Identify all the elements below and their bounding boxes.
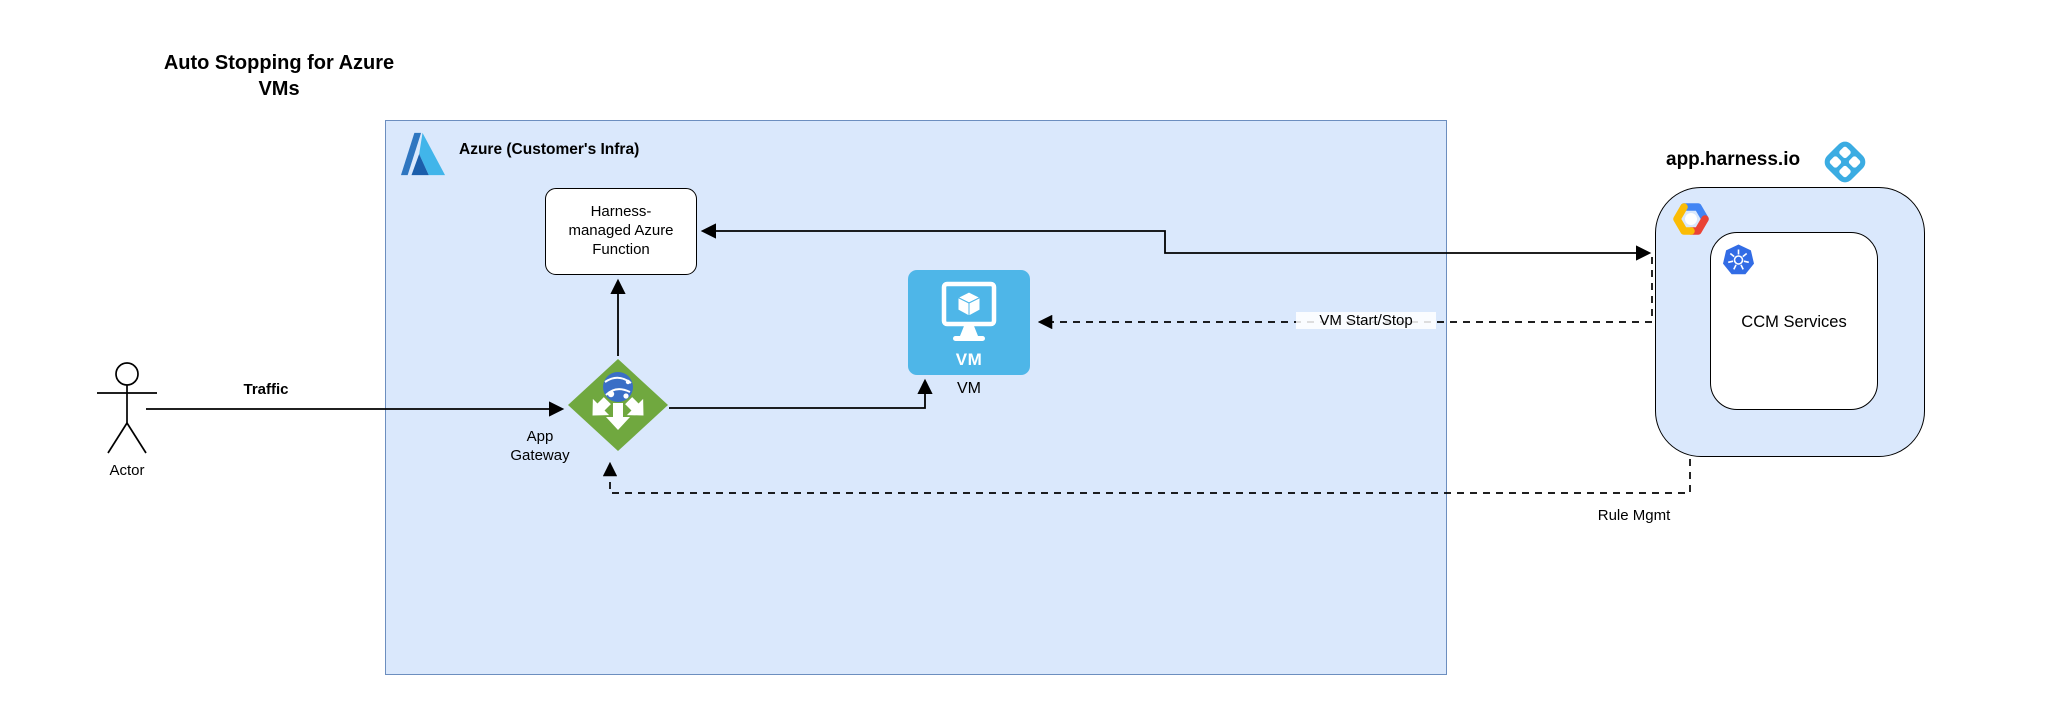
app-gateway-icon	[568, 359, 668, 451]
harness-function-label: Harness- managed Azure Function	[568, 203, 674, 258]
edge-vm-start-stop	[1037, 257, 1653, 330]
kubernetes-logo-icon	[1723, 244, 1754, 275]
vm-start-stop-edge-label: VM Start/Stop	[1296, 312, 1436, 329]
diagram-title: Auto Stopping for Azure VMs	[163, 52, 395, 100]
traffic-edge-label: Traffic	[243, 381, 289, 398]
actor-icon	[97, 362, 157, 454]
ccm-services-label: CCM Services	[1741, 313, 1847, 331]
edge-function-ccm	[700, 223, 1652, 261]
vm-node: VM	[908, 270, 1030, 375]
harness-logo-icon	[1824, 141, 1866, 183]
edge-rule-mgmt	[602, 459, 1691, 494]
actor-caption: Actor	[109, 462, 145, 479]
harness-function-node: Harness- managed Azure Function	[545, 188, 697, 275]
azure-container-label: Azure (Customer's Infra)	[459, 141, 640, 158]
app-gateway-caption: App Gateway	[510, 428, 570, 464]
rule-mgmt-edge-label: Rule Mgmt	[1597, 507, 1671, 524]
vm-icon	[941, 281, 997, 341]
edge-gateway-to-vm	[669, 378, 933, 409]
gcp-logo-icon	[1673, 203, 1709, 235]
vm-caption: VM	[957, 380, 981, 397]
azure-logo-icon	[400, 132, 446, 176]
vm-icon-label: VM	[955, 350, 983, 369]
harness-title: app.harness.io	[1666, 149, 1801, 170]
